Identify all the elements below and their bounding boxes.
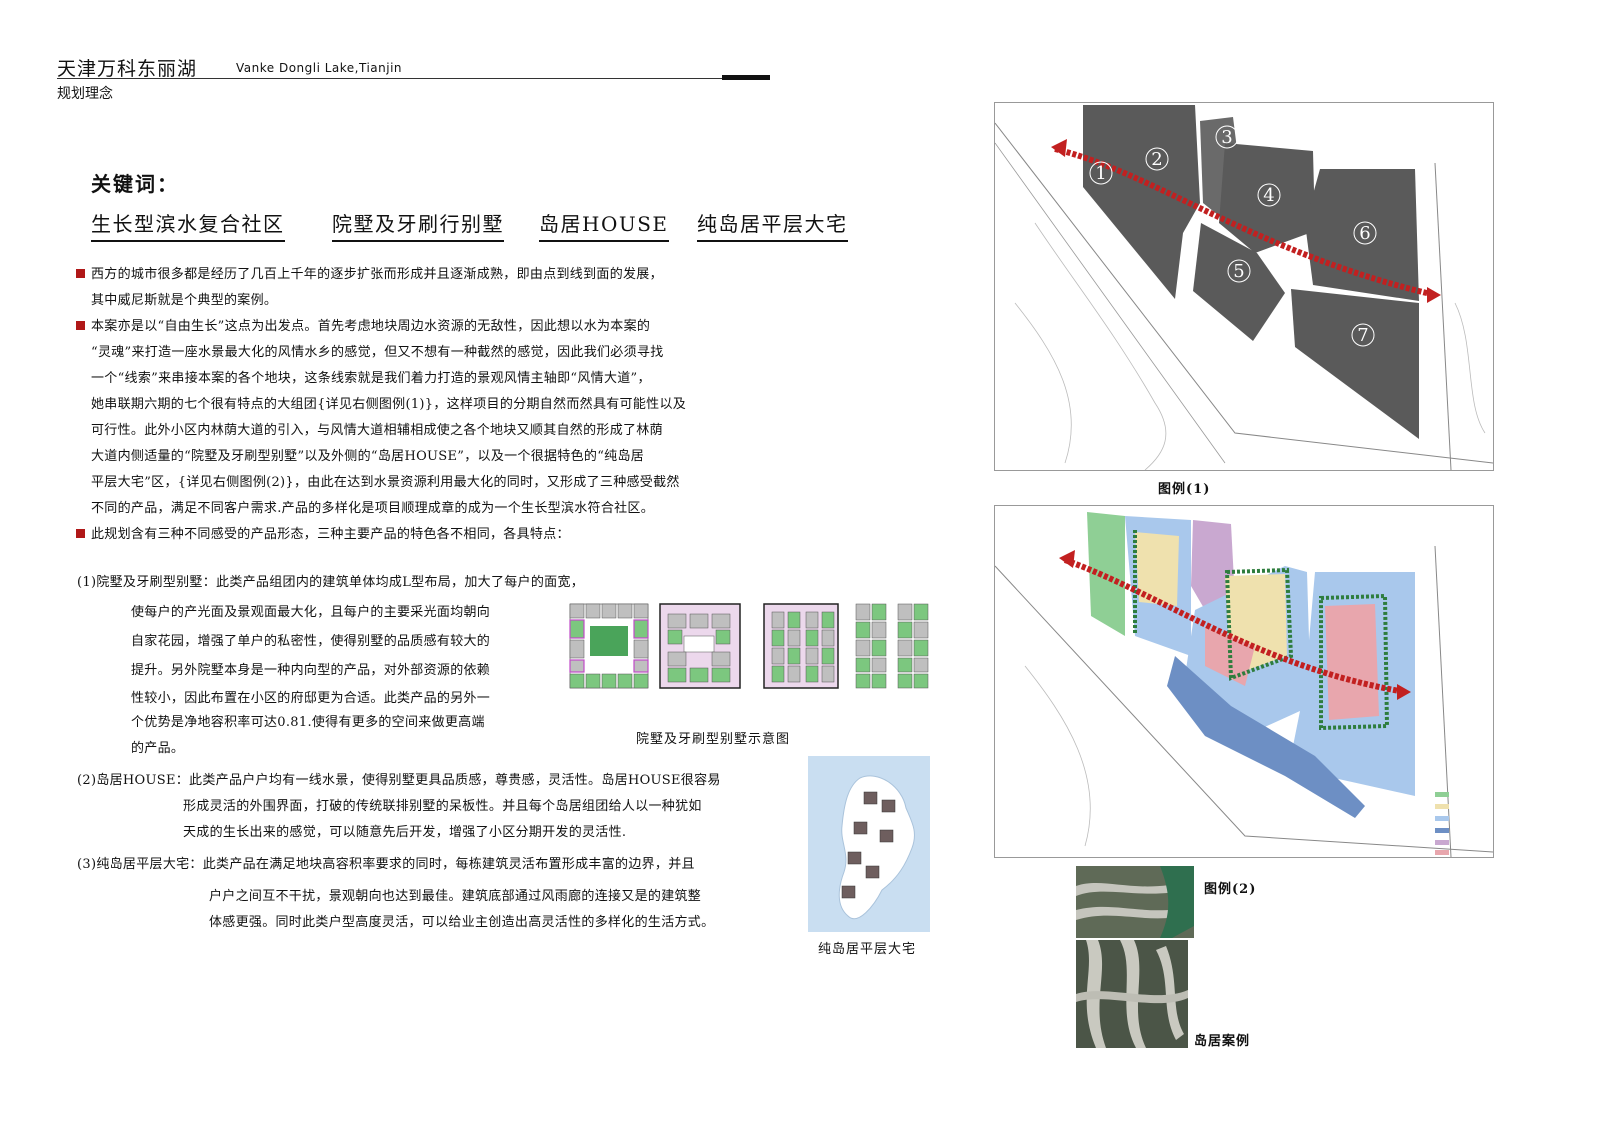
villa-cluster-3 [763, 603, 839, 689]
paragraph-products: 此规划含有三种不同感受的产品形态，三种主要产品的特色各不相同，各具特点： [76, 522, 796, 548]
villa-cluster-1 [569, 603, 649, 689]
legend-1-caption: 图例(1) [1158, 482, 1211, 497]
axis-arrow-line [1063, 557, 1406, 695]
map-label-3: 3 [1221, 127, 1232, 148]
villa-cluster-2 [659, 603, 741, 689]
map-label-7: 7 [1357, 325, 1368, 346]
paragraph-line: 大道内侧适量的“院墅及牙刷型别墅”以及外侧的“岛居HOUSE”，以及一个很据特色… [91, 449, 645, 464]
section-villa-line: (1)院墅及牙刷型别墅：此类产品组团内的建筑单体均成L型布局，加大了每户的面宽， [77, 575, 585, 590]
paragraph-line: 可行性。此外小区内林荫大道的引入，与风情大道相辅相成使之各个地块又顺其自然的形成… [91, 423, 663, 438]
master-plan-map-2 [994, 505, 1494, 858]
zone-blue [1167, 656, 1365, 818]
section-villa-line: 自家花园，增强了单户的私密性，使得别墅的品质感有较大的 [131, 634, 491, 649]
page-title: 天津万科东丽湖 [57, 58, 198, 80]
axis-arrowhead-right [1397, 684, 1411, 700]
axis-arrowhead-right [1427, 287, 1441, 303]
paragraph-line: 本案亦是以“自由生长”这点为出发点。首先考虑地块周边水资源的无敌性，因此想以水为… [91, 319, 651, 334]
paragraph-line: 不同的产品，满足不同客户需求.产品的多样化是项目顺理成章的成为一个生长型滨水符合… [91, 501, 655, 516]
header-divider [57, 78, 722, 79]
legend-2-caption: 图例(2) [1204, 882, 1257, 897]
bullet-marker [76, 321, 85, 330]
section-villa-line: 使每户的产光面及景观面最大化，且每户的主要采光面均朝向 [131, 605, 491, 620]
zone-pink-2 [1325, 604, 1379, 720]
island-flat-diagram [808, 756, 930, 932]
section-villa-line: 个优势是净地容积率可达0.81.使得有更多的空间来做更高端 [131, 715, 485, 730]
keyword-3: 岛居HOUSE [539, 208, 669, 242]
page-subtitle: 规划理念 [57, 86, 113, 102]
bullet-marker [76, 269, 85, 278]
island-diagram-caption: 纯岛居平层大宅 [818, 942, 917, 957]
paragraph-line: “灵魂”来打造一座水景最大化的风情水乡的感觉，但又不想有一种截然的感觉，因此我们… [91, 345, 664, 360]
block-1-2 [1083, 105, 1200, 299]
aerial-photo-case-2 [1076, 940, 1188, 1048]
zone-legend [1435, 792, 1449, 855]
section-island-line: (2)岛居HOUSE：此类产品户户均有一线水景，使得别墅更具品质感，尊贵感，灵活… [77, 773, 721, 788]
header-accent-bar [722, 75, 770, 80]
villa-cluster-4 [855, 603, 929, 689]
plan-map-2-drawing [994, 506, 1494, 858]
section-island-line: 形成灵活的外围界面，打破的传统联排别墅的呆板性。并且每个岛居组团给人以一种犹如 [183, 799, 702, 814]
section-villa-line: 性较小，因此布置在小区的府邸更为合适。此类产品的另外一 [131, 691, 491, 706]
axis-arrowhead-left [1051, 139, 1067, 157]
section-flat-line: 户户之间互不干扰，景观朝向也达到最佳。建筑底部通过风雨廊的连接又是的建筑整 [209, 889, 702, 904]
villa-diagram-caption: 院墅及牙刷型别墅示意图 [636, 732, 791, 747]
page-title-english: Vanke Dongli Lake,Tianjin [236, 61, 403, 75]
map-label-6: 6 [1359, 223, 1370, 244]
section-villa-line: 的产品。 [131, 741, 185, 756]
keywords-heading: 关键词： [91, 172, 179, 196]
boulevard-ring [1133, 530, 1390, 731]
keyword-4: 纯岛居平层大宅 [697, 208, 848, 242]
aerial-photo-case-1 [1076, 866, 1194, 938]
paragraph-line: 此规划含有三种不同感受的产品形态，三种主要产品的特色各不相同，各具特点： [91, 527, 570, 542]
master-plan-map-1: 1 2 3 4 5 6 7 [994, 102, 1494, 471]
keyword-1: 生长型滨水复合社区 [91, 208, 285, 242]
block-7 [1291, 289, 1419, 439]
paragraph-line: 其中威尼斯就是个典型的案例。 [91, 293, 278, 308]
zone-yellow-1 [1135, 532, 1179, 606]
section-flat-line: (3)纯岛居平层大宅：此类产品在满足地块高容积率要求的同时，每栋建筑灵活布置形成… [77, 857, 695, 872]
map-label-2: 2 [1151, 149, 1162, 170]
villa-layout-diagram [569, 603, 929, 689]
paragraph-line: 平层大宅”区，{详见右侧图例(2)}，由此在达到水景资源利用最大化的同时，又形成… [91, 475, 680, 490]
zone-purple [1191, 520, 1235, 610]
keyword-2: 院墅及牙刷行别墅 [332, 208, 504, 242]
block-4 [1219, 143, 1315, 253]
paragraph-line: 西方的城市很多都是经历了几百上千年的逐步扩张而形成并且逐渐成熟，即由点到线到面的… [91, 267, 663, 282]
island-case-caption: 岛居案例 [1194, 1034, 1251, 1049]
map-label-4: 4 [1263, 185, 1274, 206]
map-label-5: 5 [1233, 261, 1244, 282]
section-villa-line: 提升。另外院墅本身是一种内向型的产品，对外部资源的依赖 [131, 663, 491, 678]
section-island-line: 天成的生长出来的感觉，可以随意先后开发，增强了小区分期开发的灵活性. [183, 825, 627, 840]
paragraph-line: 一个“线索”来串接本案的各个地块，这条线索就是我们着力打造的景观风情主轴即“风情… [91, 371, 651, 386]
map-label-1: 1 [1095, 163, 1106, 184]
paragraph-line: 她串联期六期的七个很有特点的大组团{详见右侧图例(1)}，这样项目的分期自然而然… [91, 397, 687, 412]
paragraph-concept: 本案亦是以“自由生长”这点为出发点。首先考虑地块周边水资源的无敌性，因此想以水为… [76, 314, 796, 522]
paragraph-intro: 西方的城市很多都是经历了几百上千年的逐步扩张而形成并且逐渐成熟，即由点到线到面的… [76, 262, 796, 314]
plan-map-1-drawing: 1 2 3 4 5 6 7 [994, 103, 1494, 471]
axis-arrow-line [1054, 146, 1436, 298]
axis-arrowhead-left [1059, 550, 1075, 568]
section-flat-line: 体感更强。同时此类户型高度灵活，可以给业主创造出高灵活性的多样化的生活方式。 [209, 915, 715, 930]
bullet-marker [76, 529, 85, 538]
